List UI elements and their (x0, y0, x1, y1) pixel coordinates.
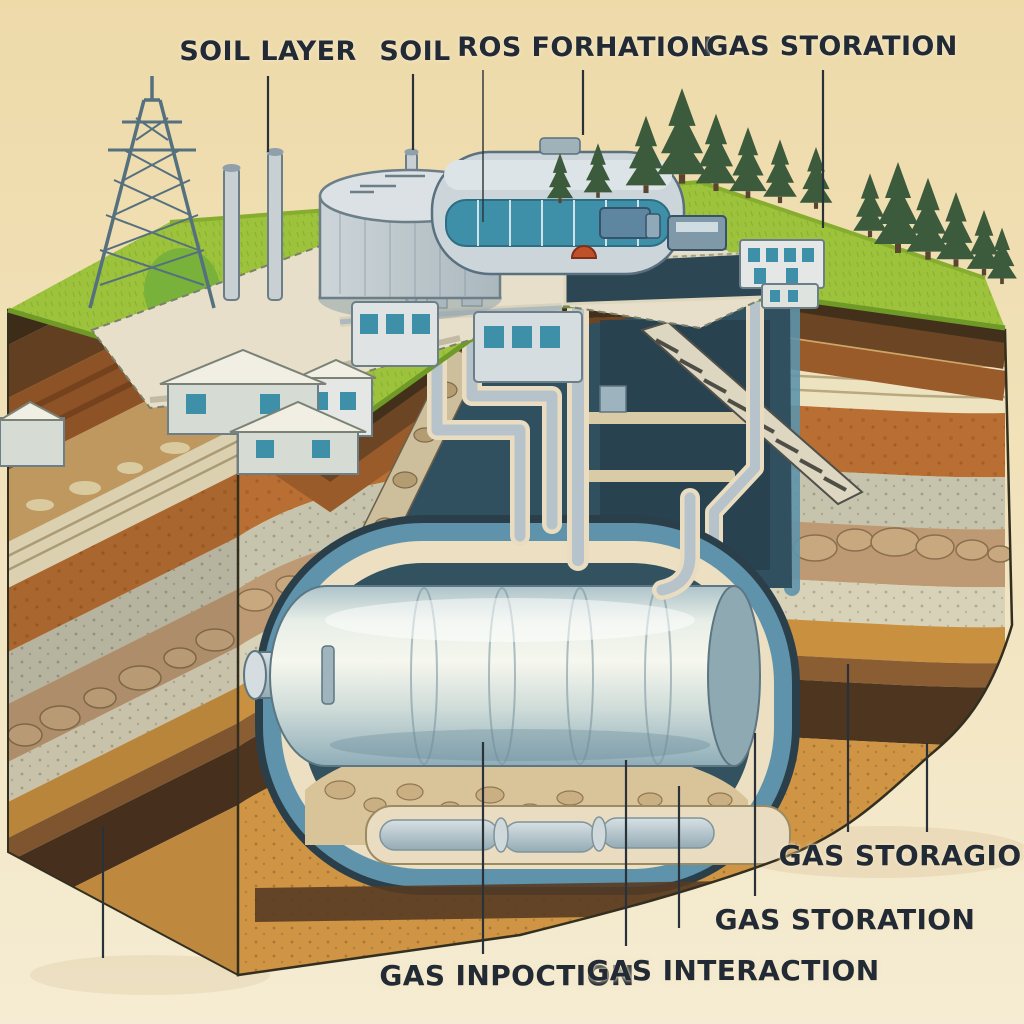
tank-inlet-pipe (652, 488, 700, 600)
ground-shadow-left (30, 955, 270, 995)
shaft-ledge (585, 470, 735, 482)
front-face-outline (236, 296, 1014, 977)
bottom-pipeline-trench (365, 805, 791, 865)
truck-1 (599, 207, 661, 239)
label-gas-storation-top: GAS STORATION (706, 31, 958, 62)
equipment-box (351, 301, 439, 367)
shed-c (0, 400, 65, 467)
office-building (739, 239, 825, 289)
bottom-pipeline (379, 819, 499, 851)
shaft-ledge (585, 412, 765, 424)
label-soil-layer: SOIL LAYER (179, 36, 357, 67)
leader-lines (101, 70, 929, 958)
bottom-pipeline (503, 821, 597, 853)
label-gas-interaction: GAS INTERACTION (586, 954, 880, 987)
label-gas-storation-right: GAS STORATION (714, 903, 976, 936)
chimney-2 (266, 148, 284, 301)
label-gas-inpoction: GAS INPOCTION (379, 959, 635, 992)
shaft-equipment (599, 385, 627, 413)
red-dome-marker (570, 245, 598, 259)
surface (0, 76, 1017, 475)
wellhead-shed (761, 283, 819, 309)
shed-b (229, 400, 367, 475)
label-ros-forhation: ROS FORHATION (457, 32, 713, 63)
label-gas-storagion: GAS STORAGION (778, 839, 1024, 872)
equipment-box (473, 311, 583, 383)
label-soil: SOIL (379, 36, 451, 67)
chimney-1 (222, 164, 241, 301)
transmission-tower (88, 76, 216, 309)
bottom-pipeline (601, 817, 715, 849)
truck-2 (667, 215, 727, 251)
underground-gas-tank (243, 585, 761, 767)
